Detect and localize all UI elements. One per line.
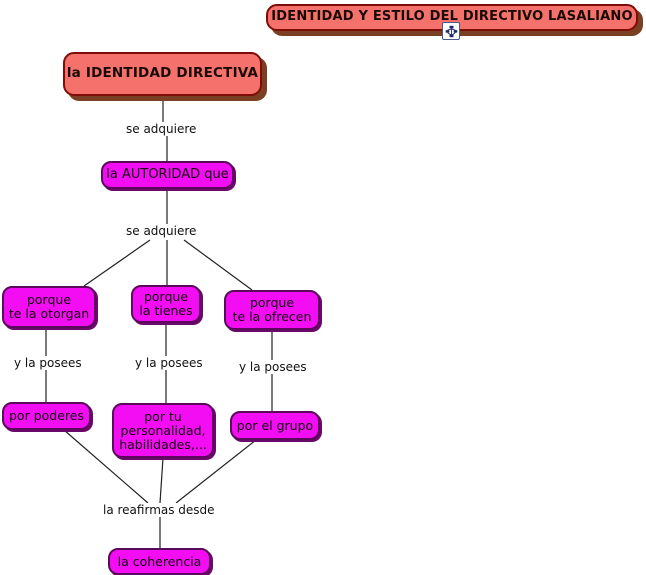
link-label-se-adquiere-1: se adquiere [124, 122, 199, 136]
node-por-poderes[interactable]: por poderes [2, 402, 91, 430]
node-la-identidad-directiva[interactable]: la IDENTIDAD DIRECTIVA [63, 52, 262, 96]
node-por-tu-personalidad[interactable]: por tu personalidad, habilidades,... [112, 403, 214, 458]
link-label-se-adquiere-2: se adquiere [124, 224, 199, 238]
node-label: por tu personalidad, habilidades,... [119, 408, 207, 452]
link-label-y-la-posees-3: y la posees [237, 360, 309, 374]
node-porque-te-la-otorgan[interactable]: porque te la otorgan [2, 286, 96, 328]
node-por-el-grupo[interactable]: por el grupo [230, 411, 320, 440]
node-label: porque te la otorgan [8, 292, 90, 321]
concept-map-icon[interactable] [442, 22, 460, 40]
node-porque-te-la-ofrecen[interactable]: porque te la ofrecen [224, 290, 320, 330]
edge-label-ofrecen [183, 239, 253, 291]
node-la-autoridad-que[interactable]: la AUTORIDAD que [101, 161, 234, 189]
node-label: porque te la ofrecen [232, 295, 312, 324]
node-label: la IDENTIDAD DIRECTIVA [66, 65, 259, 82]
node-label: porque la tienes [139, 289, 193, 318]
node-la-coherencia[interactable]: la coherencia [108, 548, 211, 575]
node-label: la coherencia [117, 553, 202, 569]
edge-personalidad-reafirmas [159, 457, 164, 504]
node-label: la AUTORIDAD que [106, 166, 229, 182]
edge-label-otorgan [83, 239, 151, 287]
link-label-y-la-posees-2: y la posees [133, 356, 205, 370]
map-title-label: IDENTIDAD Y ESTILO DEL DIRECTIVO LASALIA… [271, 9, 633, 25]
link-label-y-la-posees-1: y la posees [12, 356, 84, 370]
link-label-la-reafirmas-desde: la reafirmas desde [101, 503, 217, 517]
node-label: por el grupo [236, 417, 314, 433]
map-title-banner[interactable]: IDENTIDAD Y ESTILO DEL DIRECTIVO LASALIA… [266, 4, 638, 31]
node-porque-la-tienes[interactable]: porque la tienes [131, 285, 201, 323]
node-label: por poderes [9, 408, 84, 423]
